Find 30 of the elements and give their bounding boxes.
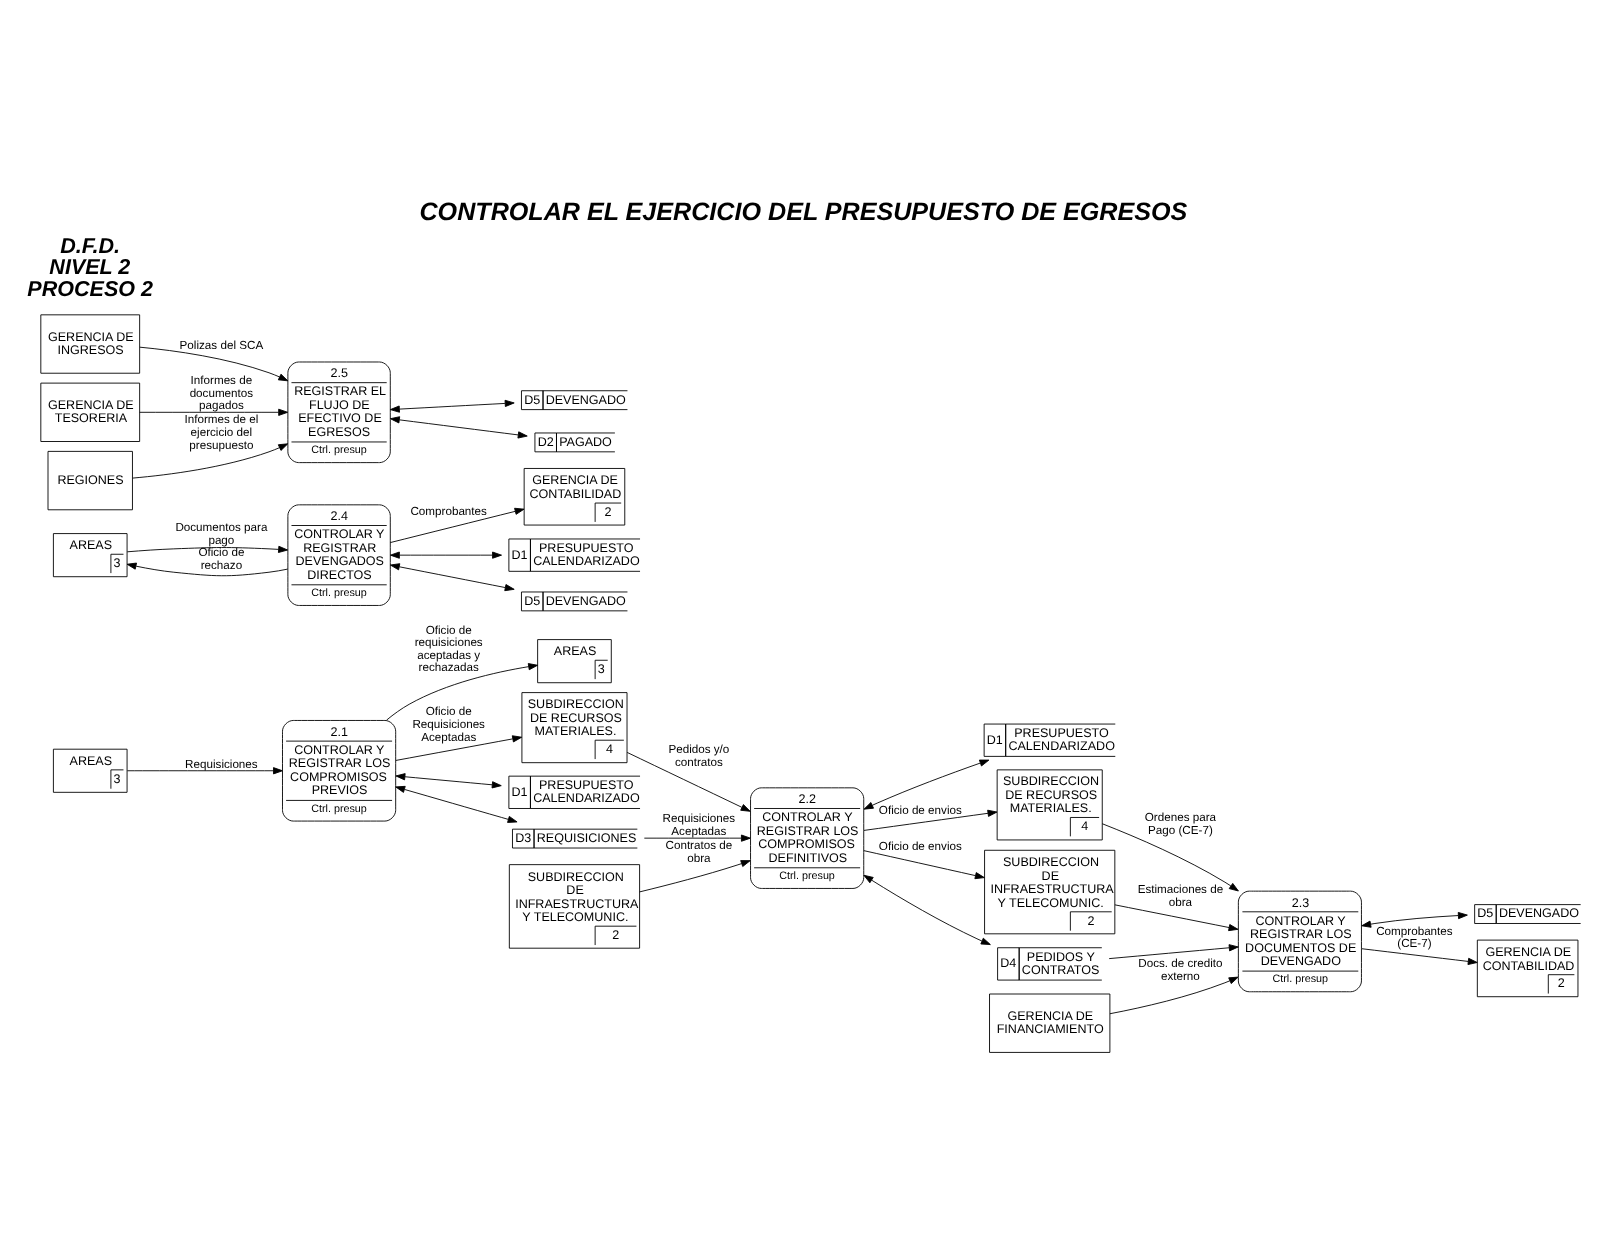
arrow (132, 442, 289, 478)
arrow (626, 751, 751, 811)
arrow (639, 859, 751, 892)
arrow (139, 407, 289, 415)
arrow (126, 561, 289, 576)
arrow (389, 415, 528, 438)
arrow (1109, 975, 1239, 1014)
arrow (126, 766, 283, 774)
arrow (389, 562, 515, 591)
arrow (1108, 943, 1239, 959)
arrow (386, 662, 539, 720)
arrow (1114, 903, 1239, 931)
arrow (863, 758, 990, 809)
label: D.F.D. NIVEL 2 PROCESO 2 (27, 233, 153, 301)
arrow (863, 849, 985, 879)
arrow (1361, 910, 1468, 927)
arrow (1101, 822, 1239, 891)
arrow (643, 833, 751, 841)
arrow (395, 784, 518, 822)
arrow (126, 544, 289, 552)
arrow (1361, 947, 1478, 964)
diagram-title: CONTROLAR EL EJERCICIO DEL PRESUPUESTO DE EGRESOS (419, 197, 1188, 226)
arrow (139, 345, 289, 381)
arrow (863, 808, 998, 830)
arrow (389, 550, 502, 558)
arrow (389, 398, 515, 412)
arrow (863, 873, 991, 945)
arrow (395, 772, 502, 788)
arrow (389, 506, 525, 542)
arrow (395, 734, 523, 760)
